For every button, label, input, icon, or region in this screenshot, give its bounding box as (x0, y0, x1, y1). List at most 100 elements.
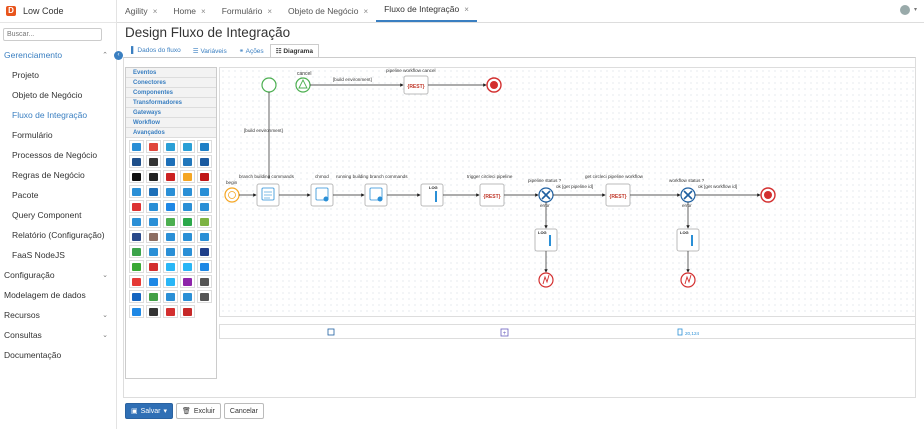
sidebar-item-relatorio[interactable]: Relatório (Configuração) (0, 225, 116, 245)
close-icon[interactable]: × (267, 7, 273, 16)
sidebar-item-processos-de-negocio[interactable]: Processos de Negócio (0, 145, 116, 165)
tab-fluxo-de-integracao[interactable]: Fluxo de Integração× (376, 0, 477, 22)
palette-component-icon[interactable] (180, 185, 195, 198)
sidebar-group-gerenciamento[interactable]: Gerenciamento ⌃ (0, 45, 116, 65)
palette-component-icon[interactable] (163, 200, 178, 213)
palette-component-icon[interactable] (197, 275, 212, 288)
palette-component-icon[interactable] (163, 140, 178, 153)
palette-component-icon[interactable] (163, 155, 178, 168)
palette-component-icon[interactable] (129, 140, 144, 153)
sidebar-item-modelagem-de-dados[interactable]: Modelagem de dados (0, 285, 116, 305)
palette-section-avancados[interactable]: Avançados (126, 128, 216, 138)
sidebar-item-query-component[interactable]: Query Component (0, 205, 116, 225)
sidebar-item-pacote[interactable]: Pacote (0, 185, 116, 205)
palette-component-icon[interactable] (180, 155, 195, 168)
palette-component-icon[interactable] (180, 230, 195, 243)
palette-component-icon[interactable] (146, 170, 161, 183)
user-avatar-icon[interactable] (900, 5, 910, 15)
palette-component-icon[interactable] (146, 230, 161, 243)
sidebar-item-objeto-de-negocio[interactable]: Objeto de Negócio (0, 85, 116, 105)
palette-component-icon[interactable] (197, 200, 212, 213)
palette-component-icon[interactable] (146, 215, 161, 228)
palette-component-icon[interactable] (180, 140, 195, 153)
sidebar-item-fluxo-de-integracao[interactable]: Fluxo de Integração (0, 105, 116, 125)
corner-handle-icon[interactable] (327, 328, 335, 336)
sidebar-item-consultas[interactable]: Consultas⌄ (0, 325, 116, 345)
palette-component-icon[interactable] (129, 155, 144, 168)
tab-diagrama[interactable]: ☷ Diagrama (269, 44, 319, 58)
palette-component-icon[interactable] (129, 230, 144, 243)
palette-component-icon[interactable] (197, 185, 212, 198)
tab-dados-do-fluxo[interactable]: ▌ Dados do fluxo (125, 44, 187, 58)
palette-component-icon[interactable] (180, 305, 195, 318)
close-icon[interactable]: × (363, 7, 369, 16)
close-icon[interactable]: × (201, 7, 206, 16)
delete-button[interactable]: 🗑Excluir (175, 403, 221, 419)
palette-component-icon[interactable] (180, 290, 195, 303)
palette-section-gateways[interactable]: Gateways (126, 108, 216, 118)
palette-component-icon[interactable] (163, 215, 178, 228)
sidebar-item-documentacao[interactable]: Documentação (0, 345, 116, 365)
sidebar-item-configuracao[interactable]: Configuração⌄ (0, 265, 116, 285)
palette-component-icon[interactable] (163, 305, 178, 318)
palette-component-icon[interactable] (146, 245, 161, 258)
palette-component-icon[interactable] (180, 170, 195, 183)
palette-component-icon[interactable] (129, 185, 144, 198)
palette-component-icon[interactable] (163, 185, 178, 198)
palette-component-icon[interactable] (146, 200, 161, 213)
palette-section-componentes[interactable]: Componentes (126, 88, 216, 98)
palette-section-conectores[interactable]: Conectores (126, 78, 216, 88)
palette-component-icon[interactable] (163, 290, 178, 303)
palette-component-icon[interactable] (197, 155, 212, 168)
palette-component-icon[interactable] (180, 215, 195, 228)
sidebar-item-recursos[interactable]: Recursos⌄ (0, 305, 116, 325)
palette-component-icon[interactable] (129, 170, 144, 183)
tab-formulario[interactable]: Formulário× (214, 0, 280, 22)
tab-objeto-de-negocio[interactable]: Objeto de Negócio× (280, 0, 376, 22)
palette-component-icon[interactable] (180, 245, 195, 258)
palette-component-icon[interactable] (180, 200, 195, 213)
close-icon[interactable]: × (464, 5, 469, 14)
palette-component-icon[interactable] (197, 245, 212, 258)
close-icon[interactable]: × (152, 7, 158, 16)
sidebar-item-faas-nodejs[interactable]: FaaS NodeJS (0, 245, 116, 265)
palette-component-icon[interactable] (146, 185, 161, 198)
palette-component-icon[interactable] (197, 170, 212, 183)
sidebar-item-projeto[interactable]: Projeto (0, 65, 116, 85)
palette-component-icon[interactable] (197, 230, 212, 243)
sidebar-item-regras-de-negocio[interactable]: Regras de Negócio (0, 165, 116, 185)
palette-component-icon[interactable] (180, 260, 195, 273)
palette-component-icon[interactable] (180, 275, 195, 288)
start-event-node[interactable] (261, 77, 277, 93)
palette-component-icon[interactable] (129, 200, 144, 213)
palette-component-icon[interactable] (163, 245, 178, 258)
palette-component-icon[interactable] (129, 275, 144, 288)
palette-section-eventos[interactable]: Eventos (126, 68, 216, 78)
palette-component-icon[interactable] (146, 260, 161, 273)
palette-component-icon[interactable] (197, 140, 212, 153)
tab-variaveis[interactable]: ☰ Variáveis (187, 44, 233, 58)
palette-component-icon[interactable] (197, 290, 212, 303)
diagram-canvas[interactable]: cancel [build environment] {REST} pipeli… (219, 67, 916, 317)
palette-component-icon[interactable] (146, 275, 161, 288)
palette-component-icon[interactable] (163, 230, 178, 243)
palette-component-icon[interactable] (163, 275, 178, 288)
palette-component-icon[interactable] (129, 215, 144, 228)
save-button[interactable]: ▣Salvar▾ (125, 403, 173, 419)
palette-component-icon[interactable] (146, 305, 161, 318)
palette-component-icon[interactable] (129, 305, 144, 318)
palette-component-icon[interactable] (146, 140, 161, 153)
palette-component-icon[interactable] (129, 260, 144, 273)
palette-section-transformadores[interactable]: Transformadores (126, 98, 216, 108)
tab-agility[interactable]: Agility× (117, 0, 165, 22)
sidebar-search-input[interactable] (3, 28, 102, 41)
sidebar-item-formulario[interactable]: Formulário (0, 125, 116, 145)
chevron-down-icon[interactable]: ▾ (913, 7, 917, 13)
palette-component-icon[interactable] (163, 170, 178, 183)
tab-home[interactable]: Home× (165, 0, 213, 22)
brand[interactable]: D Low Code (0, 0, 116, 23)
palette-component-icon[interactable] (129, 290, 144, 303)
palette-component-icon[interactable] (163, 260, 178, 273)
palette-component-icon[interactable] (129, 245, 144, 258)
palette-component-icon[interactable] (146, 155, 161, 168)
